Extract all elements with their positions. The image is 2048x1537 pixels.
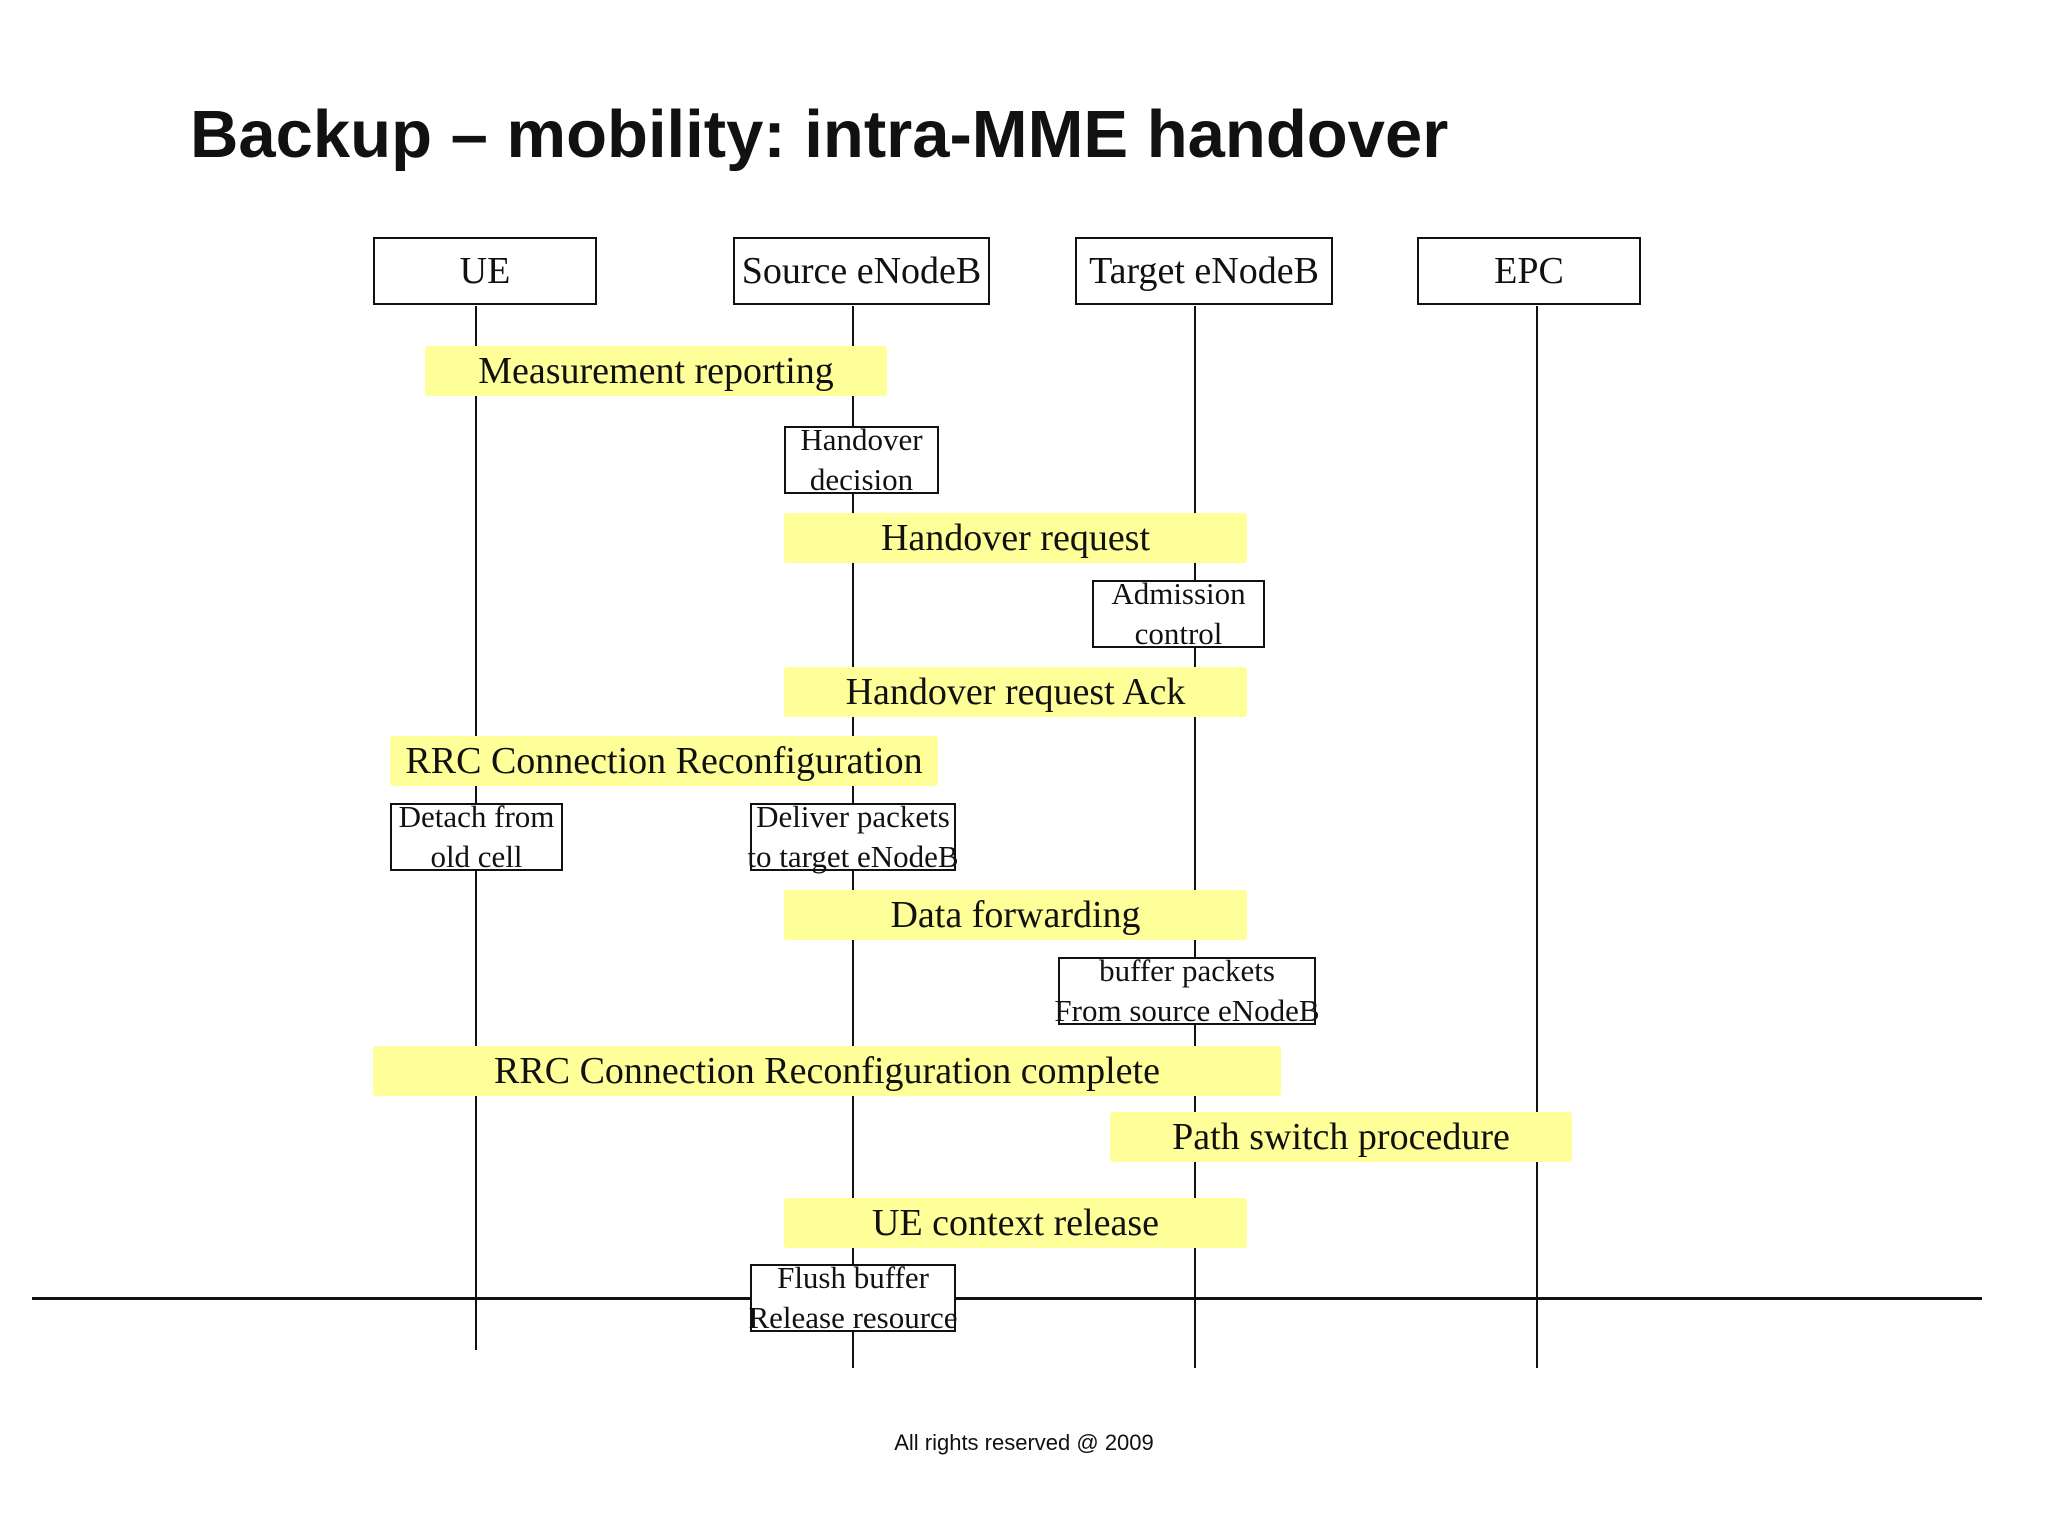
node-target-enodeb: Target eNodeB [1075, 237, 1333, 305]
message-handover-request-label: Handover request [880, 517, 1151, 559]
action-deliver-packets-line2: to target eNodeB [747, 839, 959, 874]
action-flush-buffer-line1: Flush buffer [777, 1260, 929, 1295]
action-admission-control: Admission control [1092, 576, 1265, 651]
node-ue: UE [373, 237, 597, 305]
message-handover-request-ack: Handover request Ack [784, 667, 1247, 717]
lifeline-epc [1536, 306, 1538, 1368]
action-admission-control-line1: Admission [1111, 576, 1246, 611]
message-rrc-connection-reconfiguration-complete: RRC Connection Reconfiguration complete [373, 1046, 1281, 1096]
message-path-switch-procedure-label: Path switch procedure [1172, 1116, 1510, 1158]
action-flush-buffer-line2: Release resource [748, 1300, 958, 1335]
message-rrc-complete-label: RRC Connection Reconfiguration complete [494, 1050, 1160, 1092]
message-measurement-reporting-label: Measurement reporting [478, 350, 834, 392]
node-epc-label: EPC [1494, 250, 1564, 292]
node-epc: EPC [1417, 237, 1641, 305]
action-admission-control-line2: control [1134, 616, 1223, 651]
node-source-enodeb-label: Source eNodeB [741, 250, 982, 292]
action-detach-line1: Detach from [398, 799, 555, 834]
message-path-switch-procedure: Path switch procedure [1110, 1112, 1572, 1162]
action-detach-line2: old cell [430, 839, 523, 874]
slide-title: Backup – mobility: intra-MME handover [190, 97, 1449, 172]
node-source-enodeb: Source eNodeB [733, 237, 990, 305]
node-target-enodeb-label: Target eNodeB [1089, 250, 1319, 292]
lifeline-target-enodeb [1194, 306, 1196, 1368]
footer-copyright: All rights reserved @ 2009 [894, 1430, 1154, 1455]
message-handover-request-ack-label: Handover request Ack [845, 671, 1186, 713]
message-measurement-reporting: Measurement reporting [425, 346, 887, 396]
action-buffer-packets-line2: From source eNodeB [1054, 993, 1320, 1028]
action-handover-decision: Handover decision [784, 422, 939, 497]
action-flush-buffer: Flush buffer Release resource [748, 1260, 957, 1335]
message-data-forwarding-label: Data forwarding [890, 894, 1141, 936]
action-handover-decision-line1: Handover [800, 422, 923, 457]
action-detach-from-old-cell: Detach from old cell [390, 799, 563, 874]
message-handover-request: Handover request [784, 513, 1247, 563]
action-deliver-packets: Deliver packets to target eNodeB [747, 799, 958, 874]
message-rrc-connection-reconfiguration-label: RRC Connection Reconfiguration [405, 740, 923, 782]
action-handover-decision-line2: decision [809, 462, 914, 497]
action-buffer-packets: buffer packets From source eNodeB [1054, 953, 1319, 1028]
message-data-forwarding: Data forwarding [784, 890, 1247, 940]
action-deliver-packets-line1: Deliver packets [756, 799, 950, 834]
action-buffer-packets-line1: buffer packets [1099, 953, 1275, 988]
message-ue-context-release: UE context release [784, 1198, 1247, 1248]
horizontal-rule [32, 1297, 1982, 1300]
message-ue-context-release-label: UE context release [872, 1202, 1159, 1244]
message-rrc-connection-reconfiguration: RRC Connection Reconfiguration [390, 736, 938, 786]
node-ue-label: UE [459, 250, 511, 292]
